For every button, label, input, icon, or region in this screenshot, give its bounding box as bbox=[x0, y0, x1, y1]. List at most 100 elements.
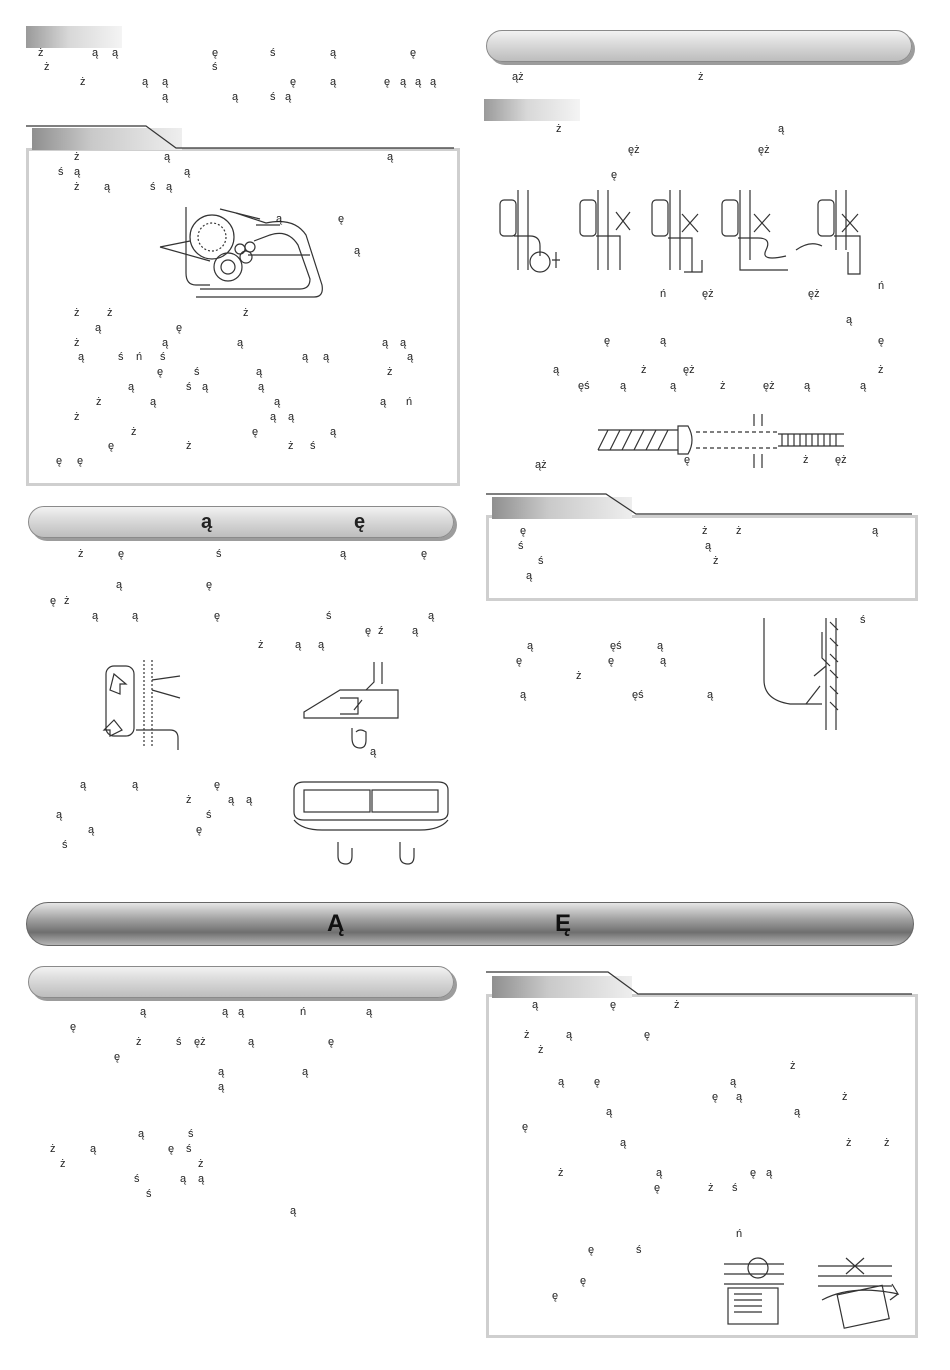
text-glyph: ą bbox=[276, 213, 283, 225]
text-glyph: ąż bbox=[535, 459, 547, 471]
text-glyph: ą bbox=[274, 396, 281, 408]
text-glyph: ą bbox=[407, 351, 414, 363]
text-glyph: ą bbox=[218, 1081, 225, 1093]
text-glyph: ś bbox=[216, 548, 222, 560]
text-glyph: ą bbox=[620, 1137, 627, 1149]
text-glyph: ą bbox=[112, 47, 119, 59]
text-glyph: ę bbox=[684, 454, 691, 466]
text-glyph: ą bbox=[766, 1167, 773, 1179]
text-glyph: ż bbox=[558, 1167, 564, 1179]
text-glyph: ęż bbox=[808, 288, 820, 300]
text-glyph: ż bbox=[74, 411, 80, 423]
text-glyph: ż bbox=[136, 1036, 142, 1048]
text-glyph: ą bbox=[184, 166, 191, 178]
text-glyph: ż bbox=[186, 440, 192, 452]
banner-char-right: Ę bbox=[555, 910, 572, 937]
text-glyph: ą bbox=[302, 1066, 309, 1078]
text-glyph: ą bbox=[232, 91, 239, 103]
section-2-header bbox=[486, 30, 912, 62]
text-glyph: ż bbox=[884, 1137, 890, 1149]
text-glyph: ę bbox=[212, 47, 219, 59]
text-glyph: ś bbox=[134, 1173, 140, 1185]
text-glyph: ą bbox=[400, 76, 407, 88]
section-1-note-box bbox=[26, 148, 460, 486]
text-glyph: ę bbox=[421, 548, 428, 560]
text-glyph: ą bbox=[104, 181, 111, 193]
text-glyph: ż bbox=[38, 47, 44, 59]
text-glyph: ż bbox=[198, 1158, 204, 1170]
text-glyph: ą bbox=[656, 1167, 663, 1179]
text-glyph: ę bbox=[644, 1029, 651, 1041]
text-glyph: ą bbox=[846, 314, 853, 326]
text-glyph: ą bbox=[670, 380, 677, 392]
text-glyph: ż bbox=[107, 307, 113, 319]
text-glyph: ś bbox=[212, 61, 218, 73]
text-glyph: ą bbox=[520, 689, 527, 701]
text-glyph: ą bbox=[387, 151, 394, 163]
text-glyph: ś bbox=[188, 1128, 194, 1140]
text-glyph: ą bbox=[74, 166, 81, 178]
text-glyph: ą bbox=[180, 1173, 187, 1185]
text-glyph: ą bbox=[860, 380, 867, 392]
text-glyph: ą bbox=[430, 76, 437, 88]
text-glyph: ż bbox=[131, 426, 137, 438]
text-glyph: ęż bbox=[835, 454, 847, 466]
text-glyph: ę bbox=[328, 1036, 335, 1048]
filter-latch-diagram bbox=[303, 662, 399, 749]
text-glyph: ą bbox=[330, 47, 337, 59]
section-3-header-char-b: ę bbox=[354, 511, 366, 533]
text-glyph: ż bbox=[258, 639, 264, 651]
text-glyph: ę bbox=[654, 1182, 661, 1194]
text-glyph: ą bbox=[872, 525, 879, 537]
text-glyph: ą bbox=[370, 746, 377, 758]
text-glyph: ą bbox=[428, 610, 435, 622]
text-glyph: ą bbox=[56, 809, 63, 821]
text-glyph: ę bbox=[176, 322, 183, 334]
filter-roller-diagram bbox=[159, 207, 323, 298]
text-glyph: ą bbox=[558, 1076, 565, 1088]
text-glyph: ą bbox=[295, 639, 302, 651]
text-glyph: ą bbox=[128, 381, 135, 393]
text-glyph: ą bbox=[248, 1036, 255, 1048]
outdoor-unit-diagrams bbox=[724, 1257, 900, 1329]
text-glyph: ą bbox=[270, 411, 277, 423]
text-glyph: ą bbox=[218, 1066, 225, 1078]
text-glyph: ś bbox=[186, 1143, 192, 1155]
text-glyph: ę bbox=[365, 625, 372, 637]
text-glyph: ż bbox=[80, 76, 86, 88]
text-glyph: ą bbox=[166, 181, 173, 193]
text-glyph: ż bbox=[243, 307, 249, 319]
text-glyph: ą bbox=[302, 351, 309, 363]
text-glyph: ę bbox=[56, 455, 63, 467]
text-glyph: ń bbox=[878, 280, 885, 292]
text-glyph: ś bbox=[732, 1182, 738, 1194]
text-glyph: ęż bbox=[194, 1036, 206, 1048]
section-3-header-char-a: ą bbox=[201, 511, 213, 533]
text-glyph: ę bbox=[108, 440, 115, 452]
section-1-note-tab-edge bbox=[26, 125, 454, 149]
text-glyph: ś bbox=[58, 166, 64, 178]
text-glyph: ę bbox=[70, 1021, 77, 1033]
text-glyph: ą bbox=[318, 639, 325, 651]
text-glyph: ąż bbox=[512, 71, 524, 83]
text-glyph: ą bbox=[92, 47, 99, 59]
text-glyph: ą bbox=[285, 91, 292, 103]
text-glyph: ą bbox=[142, 76, 149, 88]
section-2-note-box bbox=[486, 515, 918, 601]
text-glyph: ż bbox=[842, 1091, 848, 1103]
text-glyph: ą bbox=[256, 366, 263, 378]
text-glyph: ż bbox=[186, 794, 192, 806]
text-glyph: ę bbox=[878, 335, 885, 347]
text-glyph: ż bbox=[50, 1143, 56, 1155]
text-glyph: ź bbox=[378, 625, 384, 637]
text-glyph: ś bbox=[270, 91, 276, 103]
text-glyph: ą bbox=[323, 351, 330, 363]
text-glyph: ą bbox=[526, 570, 533, 582]
text-glyph: ą bbox=[380, 396, 387, 408]
text-glyph: ę bbox=[608, 655, 615, 667]
text-glyph: ę bbox=[520, 525, 527, 537]
text-glyph: ą bbox=[620, 380, 627, 392]
text-glyph: ę bbox=[338, 213, 345, 225]
text-glyph: ą bbox=[198, 1173, 205, 1185]
